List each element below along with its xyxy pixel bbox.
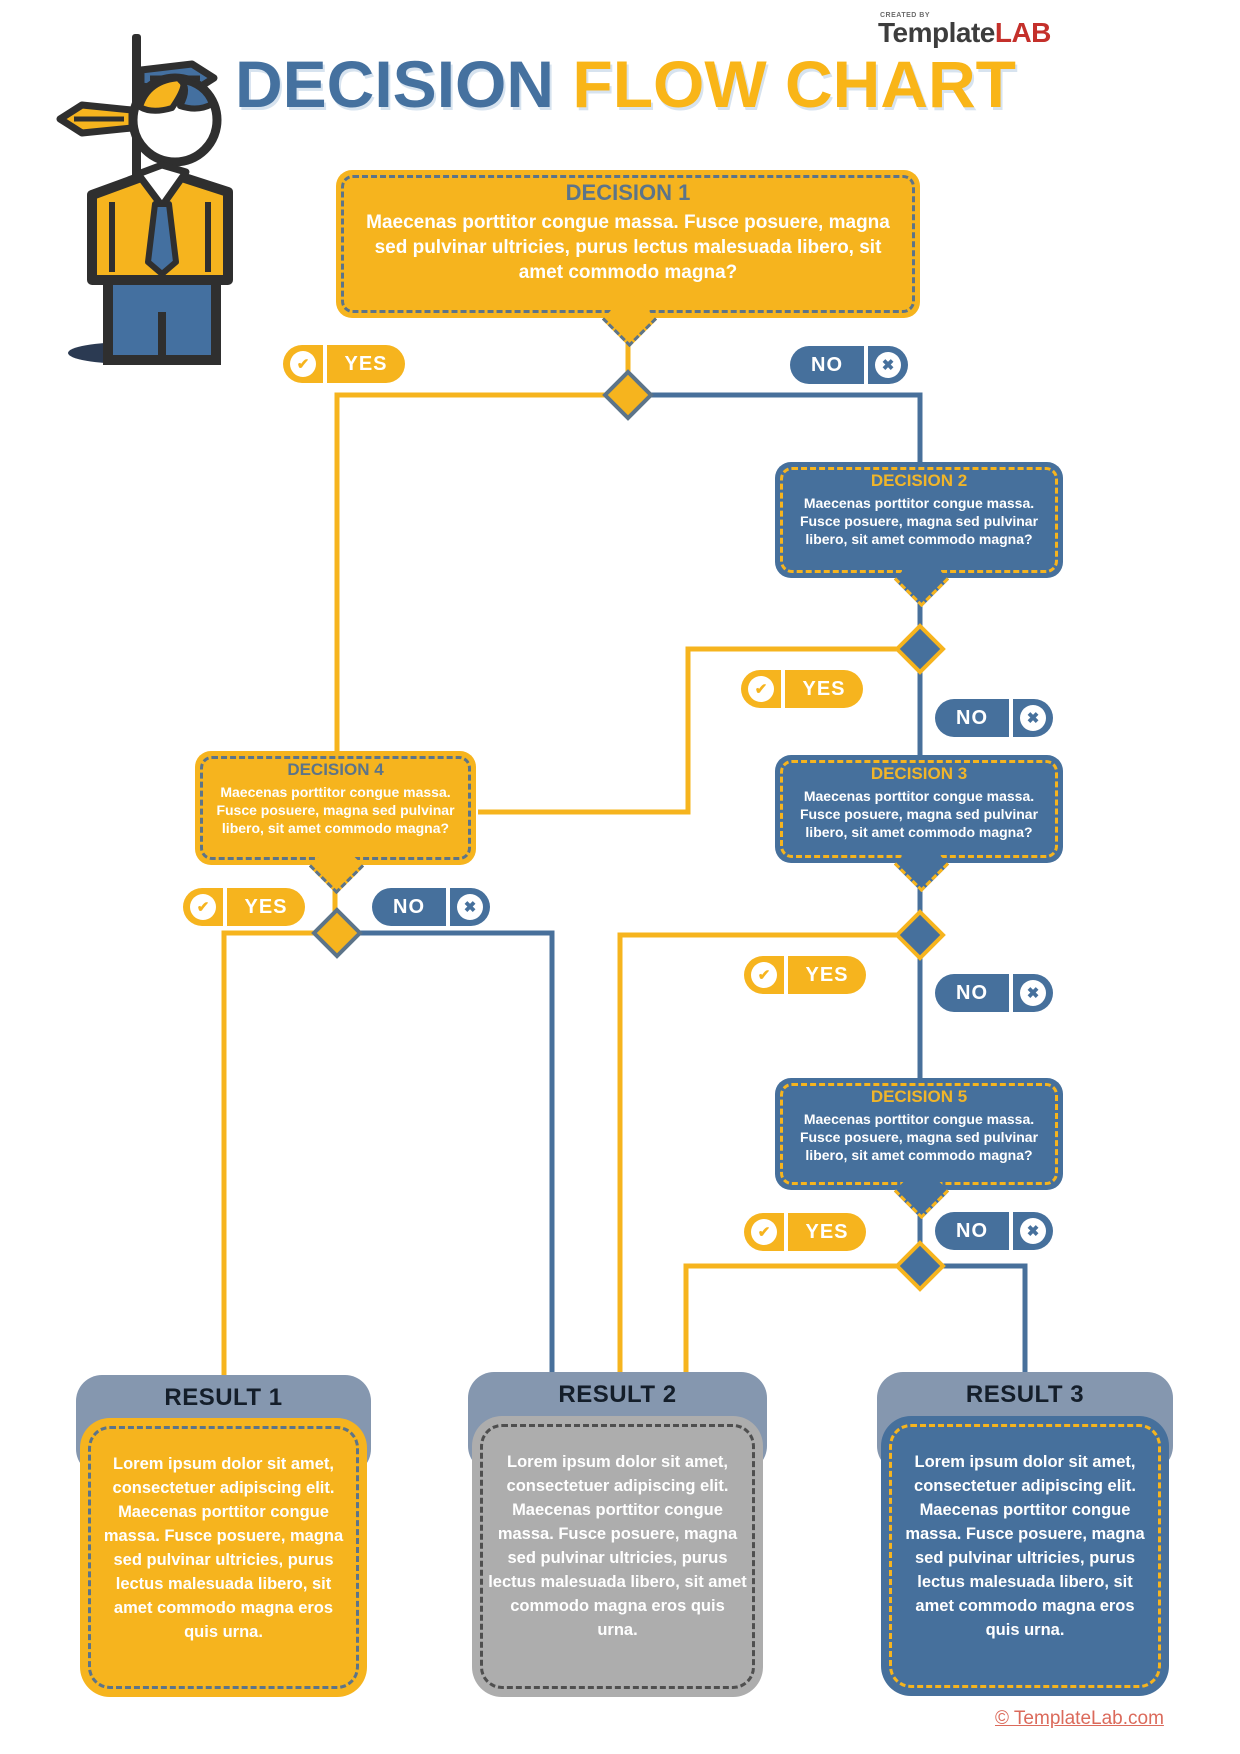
decision-3-body: Maecenas porttitor congue massa. Fusce p… xyxy=(799,788,1039,840)
page-title: DECISION FLOW CHART xyxy=(235,46,1045,122)
check-icon: ✔ xyxy=(290,351,316,377)
decision-2-yes-badge: ✔ YES xyxy=(741,670,863,708)
decision-2-box: DECISION 2 Maecenas porttitor congue mas… xyxy=(775,462,1063,608)
result-1-box: Lorem ipsum dolor sit amet, consectetuer… xyxy=(80,1418,367,1697)
result-3-title: RESULT 3 xyxy=(965,1381,1085,1408)
diamond-decision-1 xyxy=(602,369,654,421)
decision-1-box: DECISION 1 Maecenas porttitor congue mas… xyxy=(336,170,920,348)
check-icon: ✔ xyxy=(190,894,216,920)
line-d4-no xyxy=(358,930,555,1375)
templatelab-logo: CREATED BY TemplateLAB xyxy=(878,12,1052,48)
no-label: NO xyxy=(935,974,1009,1012)
decision-2-title: DECISION 2 xyxy=(870,471,968,490)
result-2-body: Lorem ipsum dolor sit amet, consectetuer… xyxy=(488,1453,747,1639)
person-collar xyxy=(134,161,190,210)
yes-label: YES xyxy=(785,670,863,708)
person-hair-blue xyxy=(177,77,215,112)
line-d5-yes xyxy=(683,1263,898,1378)
diamond-decision-5 xyxy=(894,1240,946,1292)
result-3-box: Lorem ipsum dolor sit amet, consectetuer… xyxy=(881,1416,1169,1696)
line-d2-yes xyxy=(478,646,898,815)
x-icon: ✖ xyxy=(457,894,483,920)
diamond-decision-3 xyxy=(894,909,946,961)
decision-5-yes-badge: ✔ YES xyxy=(744,1213,866,1251)
person-tie xyxy=(145,201,179,277)
yes-label: YES xyxy=(327,345,405,383)
decision-4-yes-badge: ✔ YES xyxy=(183,888,305,926)
result-2-box: Lorem ipsum dolor sit amet, consectetuer… xyxy=(472,1416,763,1697)
decision-5-body: Maecenas porttitor congue massa. Fusce p… xyxy=(799,1111,1039,1163)
line-d3-yes xyxy=(617,932,898,1378)
line-d5-no xyxy=(942,1263,1028,1375)
decision-1-title: DECISION 1 xyxy=(565,180,691,205)
page-title-decision: DECISION xyxy=(235,47,573,121)
decision-4-box: DECISION 4 Maecenas porttitor congue mas… xyxy=(195,751,476,895)
line-d1-no xyxy=(650,392,923,462)
x-icon: ✖ xyxy=(875,352,901,378)
x-icon: ✖ xyxy=(1020,980,1046,1006)
templatelab-credit-link[interactable]: © TemplateLab.com xyxy=(995,1708,1164,1729)
result-2-title: RESULT 2 xyxy=(558,1381,677,1408)
decision-2-body: Maecenas porttitor congue massa. Fusce p… xyxy=(799,495,1039,547)
result-3-body: Lorem ipsum dolor sit amet, consectetuer… xyxy=(905,1453,1145,1639)
x-icon: ✖ xyxy=(1020,705,1046,731)
logo-text-template: Template xyxy=(878,17,995,48)
decision-5-no-badge: NO ✖ xyxy=(935,1212,1053,1250)
result-1-title: RESULT 1 xyxy=(164,1384,283,1411)
check-icon: ✔ xyxy=(751,962,777,988)
yes-label: YES xyxy=(788,1213,866,1251)
decision-3-title: DECISION 3 xyxy=(870,764,968,783)
decision-3-box: DECISION 3 Maecenas porttitor congue mas… xyxy=(775,755,1063,893)
line-d1-yes xyxy=(334,392,606,751)
x-icon: ✖ xyxy=(1020,1218,1046,1244)
check-icon: ✔ xyxy=(751,1219,777,1245)
no-label: NO xyxy=(935,699,1009,737)
decision-4-no-badge: NO ✖ xyxy=(372,888,490,926)
signpost-person-icon xyxy=(56,34,233,365)
decision-1-body: Maecenas porttitor congue massa. Fusce p… xyxy=(366,212,890,283)
decision-5-title: DECISION 5 xyxy=(870,1087,968,1106)
yes-label: YES xyxy=(227,888,305,926)
page-title-flow-chart: FLOW CHART xyxy=(572,47,1016,121)
decision-2-no-badge: NO ✖ xyxy=(935,699,1053,737)
decision-3-no-badge: NO ✖ xyxy=(935,974,1053,1012)
decision-3-yes-badge: ✔ YES xyxy=(744,956,866,994)
check-icon: ✔ xyxy=(748,676,774,702)
yes-label: YES xyxy=(788,956,866,994)
no-label: NO xyxy=(790,346,864,384)
decision-5-box: DECISION 5 Maecenas porttitor congue mas… xyxy=(775,1078,1063,1220)
result-1-body: Lorem ipsum dolor sit amet, consectetuer… xyxy=(103,1455,344,1641)
decision-1-yes-badge: ✔ YES xyxy=(283,345,405,383)
decision-4-body: Maecenas porttitor congue massa. Fusce p… xyxy=(216,784,455,836)
diamond-decision-4 xyxy=(311,907,363,959)
no-label: NO xyxy=(372,888,446,926)
no-label: NO xyxy=(935,1212,1009,1250)
logo-text-lab: LAB xyxy=(994,17,1052,48)
created-by-label: CREATED BY xyxy=(880,12,930,19)
decision-4-title: DECISION 4 xyxy=(287,760,384,779)
line-d4-yes xyxy=(221,930,316,1378)
decision-1-no-badge: NO ✖ xyxy=(790,346,908,384)
diamond-decision-2 xyxy=(894,623,946,675)
